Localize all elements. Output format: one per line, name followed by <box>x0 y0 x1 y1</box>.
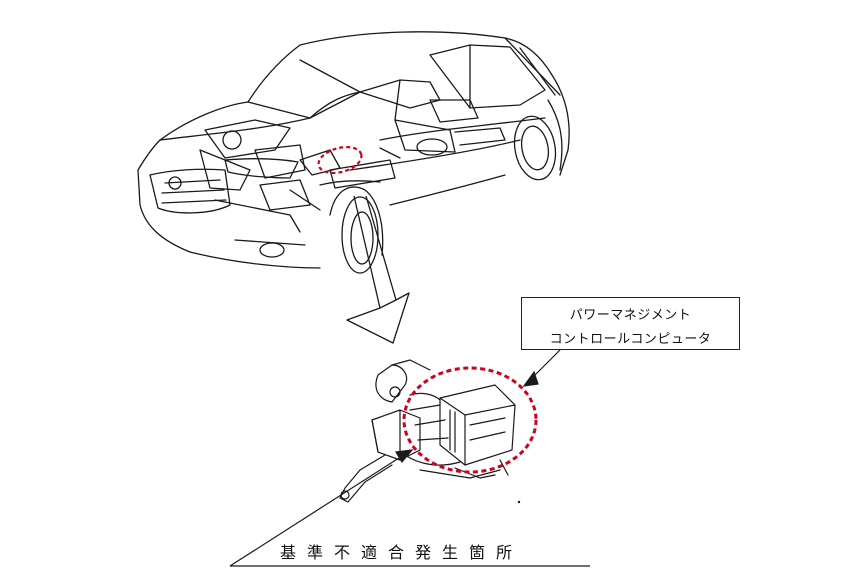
pmc-highlight-marker <box>402 366 538 474</box>
callout-title-line1: パワーマネジメント <box>569 308 692 323</box>
down-arrow <box>346 195 410 344</box>
defect-location-label: 基準不適合発生箇所 <box>280 543 524 562</box>
pmc-unit-illustration <box>339 359 516 503</box>
callout-box: パワーマネジメント コントロールコンピュータ <box>521 297 740 350</box>
car-illustration <box>137 31 570 274</box>
dot-marker <box>517 500 521 504</box>
car-highlight-marker <box>317 145 363 175</box>
callout-title-line2: コントロールコンピュータ <box>549 332 712 347</box>
defect-leader <box>229 449 590 567</box>
callout-leader <box>522 349 561 387</box>
